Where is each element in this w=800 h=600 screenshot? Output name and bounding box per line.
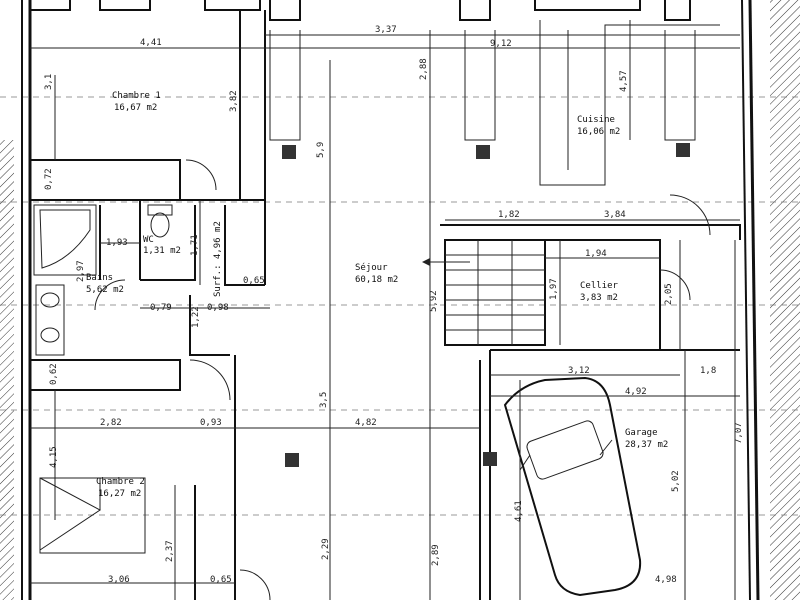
dim-label: 1,94 bbox=[585, 249, 607, 259]
dim-label: 5,92 bbox=[429, 290, 439, 312]
dimension-labels: 4,41 3,37 9,12 3,1 3,82 2,88 5,9 4,57 0,… bbox=[44, 25, 744, 585]
dim-label: 0,72 bbox=[44, 168, 54, 190]
room-sejour-name: Séjour bbox=[355, 262, 388, 273]
toilet-icon bbox=[147, 204, 173, 238]
dim-label: 2,97 bbox=[76, 260, 86, 282]
dim-label: 4,57 bbox=[619, 70, 629, 92]
dim-label: 4,98 bbox=[655, 575, 677, 585]
room-cellier-name: Cellier bbox=[580, 281, 619, 291]
car-icon bbox=[503, 376, 642, 597]
room-cuisine-name: Cuisine bbox=[577, 115, 615, 125]
dim-label: 4,41 bbox=[140, 38, 162, 48]
dim-label: 9,12 bbox=[490, 39, 512, 49]
dim-label: 1,97 bbox=[549, 278, 559, 300]
stair-steps bbox=[445, 240, 545, 345]
room-bains-name: Bains bbox=[86, 273, 113, 283]
dim-label: 3,12 bbox=[568, 366, 590, 376]
column-posts bbox=[282, 143, 690, 467]
dim-label: 3,37 bbox=[375, 25, 397, 35]
walls bbox=[21, 0, 760, 600]
dim-label: 4,61 bbox=[514, 500, 524, 522]
dim-label: 5,02 bbox=[671, 470, 681, 492]
room-chambre2-name: Chambre 2 bbox=[96, 477, 145, 487]
room-wc-name: WC bbox=[143, 235, 154, 245]
dim-label: 4,92 bbox=[625, 387, 647, 397]
dim-label: 3,84 bbox=[604, 210, 626, 220]
room-sejour-area: 60,18 m2 bbox=[355, 275, 398, 285]
room-garage-area: 28,37 m2 bbox=[625, 440, 668, 450]
room-bains-area: 5,62 m2 bbox=[86, 285, 124, 295]
bathtub-icon bbox=[33, 204, 97, 276]
dim-label: 0,65 bbox=[243, 276, 265, 286]
dim-label: 3,06 bbox=[108, 575, 130, 585]
dim-label: 1,71 bbox=[190, 234, 200, 256]
room-chambre2-area: 16,27 m2 bbox=[98, 489, 141, 499]
room-wc-area: 1,31 m2 bbox=[143, 246, 181, 256]
dim-label: 1,8 bbox=[700, 366, 716, 376]
room-surf-label: Surf.: 4,96 m2 bbox=[213, 221, 223, 297]
arrow-icon bbox=[422, 258, 470, 266]
dim-label: 1,93 bbox=[106, 238, 128, 248]
dim-label: 0,98 bbox=[207, 303, 229, 313]
dashed-guides bbox=[0, 96, 800, 516]
dim-label: 2,89 bbox=[431, 544, 441, 566]
dim-label: 0,79 bbox=[150, 303, 172, 313]
dim-label: 2,37 bbox=[165, 540, 175, 562]
dim-label: 3,5 bbox=[319, 392, 329, 408]
dim-label: 2,29 bbox=[321, 538, 331, 560]
dim-label: 0,65 bbox=[210, 575, 232, 585]
hatch-right bbox=[770, 0, 800, 600]
room-chambre1-name: Chambre 1 bbox=[112, 91, 161, 101]
dim-label: 2,88 bbox=[419, 58, 429, 80]
dim-label: 2,82 bbox=[100, 418, 122, 428]
room-cellier-area: 3,83 m2 bbox=[580, 293, 618, 303]
dim-label: 1,82 bbox=[498, 210, 520, 220]
dim-label: 0,93 bbox=[200, 418, 222, 428]
sink-icon bbox=[35, 284, 65, 356]
dim-label: 5,9 bbox=[316, 142, 326, 158]
dim-label: 7,07 bbox=[734, 422, 744, 444]
dimension-lines bbox=[30, 20, 740, 600]
dim-label: 4,15 bbox=[49, 446, 59, 468]
door-swings bbox=[94, 159, 711, 600]
hatch-left bbox=[0, 140, 14, 600]
room-garage-name: Garage bbox=[625, 428, 658, 438]
dim-label: 2,05 bbox=[664, 283, 674, 305]
dim-label: 3,1 bbox=[44, 74, 54, 90]
bed-icon bbox=[39, 477, 146, 554]
room-cuisine-area: 16,06 m2 bbox=[577, 127, 620, 137]
dim-label: 4,82 bbox=[355, 418, 377, 428]
dim-label: 0,62 bbox=[49, 363, 59, 385]
dim-label: 1,22 bbox=[191, 306, 201, 328]
room-chambre1-area: 16,67 m2 bbox=[114, 103, 157, 113]
dim-label: 3,82 bbox=[229, 90, 239, 112]
